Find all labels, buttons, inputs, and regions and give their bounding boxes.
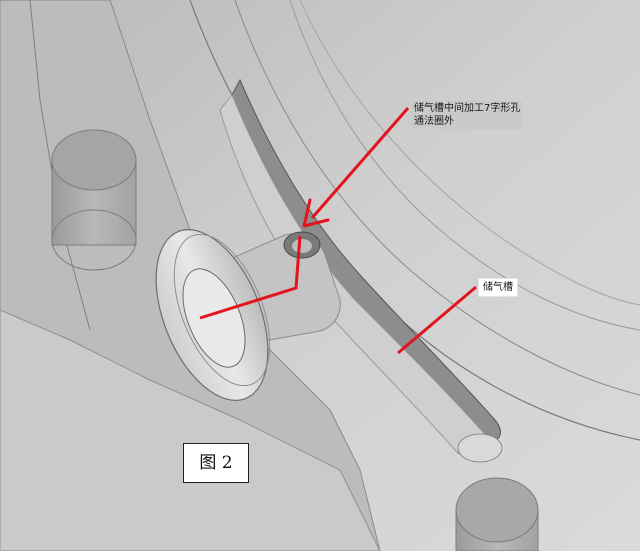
part-left-face: [0, 309, 381, 551]
tube-end-hole-inner: [292, 239, 312, 253]
leader-line-to-groove: [397, 285, 477, 355]
bottom-cylinder-top: [455, 477, 539, 543]
figure-caption: 图 2: [183, 443, 249, 483]
curved-edge-right: [299, 0, 640, 306]
left-cylinder-top: [51, 129, 137, 191]
arrow-line-to-hole: [310, 107, 410, 219]
annotation-note-line-1: 储气槽中间加工7字形孔: [414, 103, 521, 114]
seven-shape-hole-marker: [199, 235, 302, 320]
annotation-seven-hole-note: 储气槽中间加工7字形孔 通法圈外: [412, 101, 523, 129]
curved-flange-mid: [234, 0, 640, 396]
ring-boss-hole: [182, 268, 246, 368]
groove-slot-end: [457, 433, 503, 463]
arrowhead-icon: [302, 198, 330, 228]
ring-boss-back: [173, 233, 271, 387]
annotation-groove-label: 储气槽: [478, 278, 518, 297]
curved-flange-inner: [289, 0, 640, 331]
left-cylinder-bottom: [51, 209, 137, 271]
part-left-edge: [0, 0, 91, 331]
annotation-note-line-2: 通法圈外: [414, 116, 454, 127]
